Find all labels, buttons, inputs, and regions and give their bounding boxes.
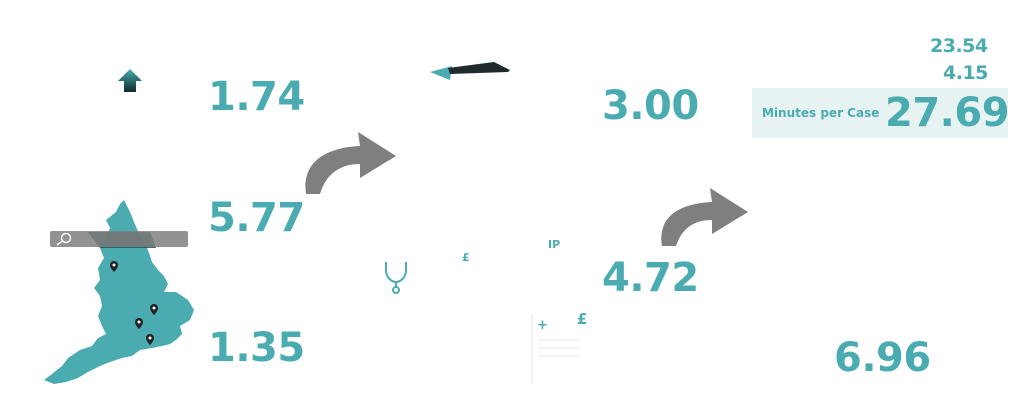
up-arrow-icon [118, 69, 142, 92]
plus-icon: + [537, 318, 548, 333]
pointer-icon [430, 62, 510, 80]
metric-left-top: 1.74 [208, 74, 305, 120]
minutes-per-case-label: Minutes per Case [762, 106, 880, 120]
ip-label: IP [548, 238, 561, 251]
metric-right-top-1: 23.54 [930, 35, 988, 57]
search-icon[interactable] [54, 232, 74, 246]
pound-icon-2: £ [577, 310, 588, 328]
pound-icon: £ [462, 251, 470, 264]
minutes-per-case-value: 27.69 [885, 90, 1010, 136]
metric-center-bottom: 4.72 [602, 255, 699, 301]
metric-right-bottom: 6.96 [834, 335, 931, 381]
minutes-per-case-card: Minutes per Case 27.69 [752, 88, 1010, 138]
map-icon [44, 200, 194, 384]
document-icon [531, 314, 578, 384]
search-bar[interactable] [50, 231, 188, 247]
curved-arrow-icon [305, 132, 396, 194]
stethoscope-icon [385, 262, 407, 294]
metric-left-bottom: 1.35 [208, 325, 305, 371]
metric-right-top-2: 4.15 [943, 62, 988, 84]
metric-left-middle: 5.77 [208, 195, 305, 241]
metric-center-top: 3.00 [602, 83, 699, 129]
curved-arrow-icon-2 [661, 188, 748, 246]
